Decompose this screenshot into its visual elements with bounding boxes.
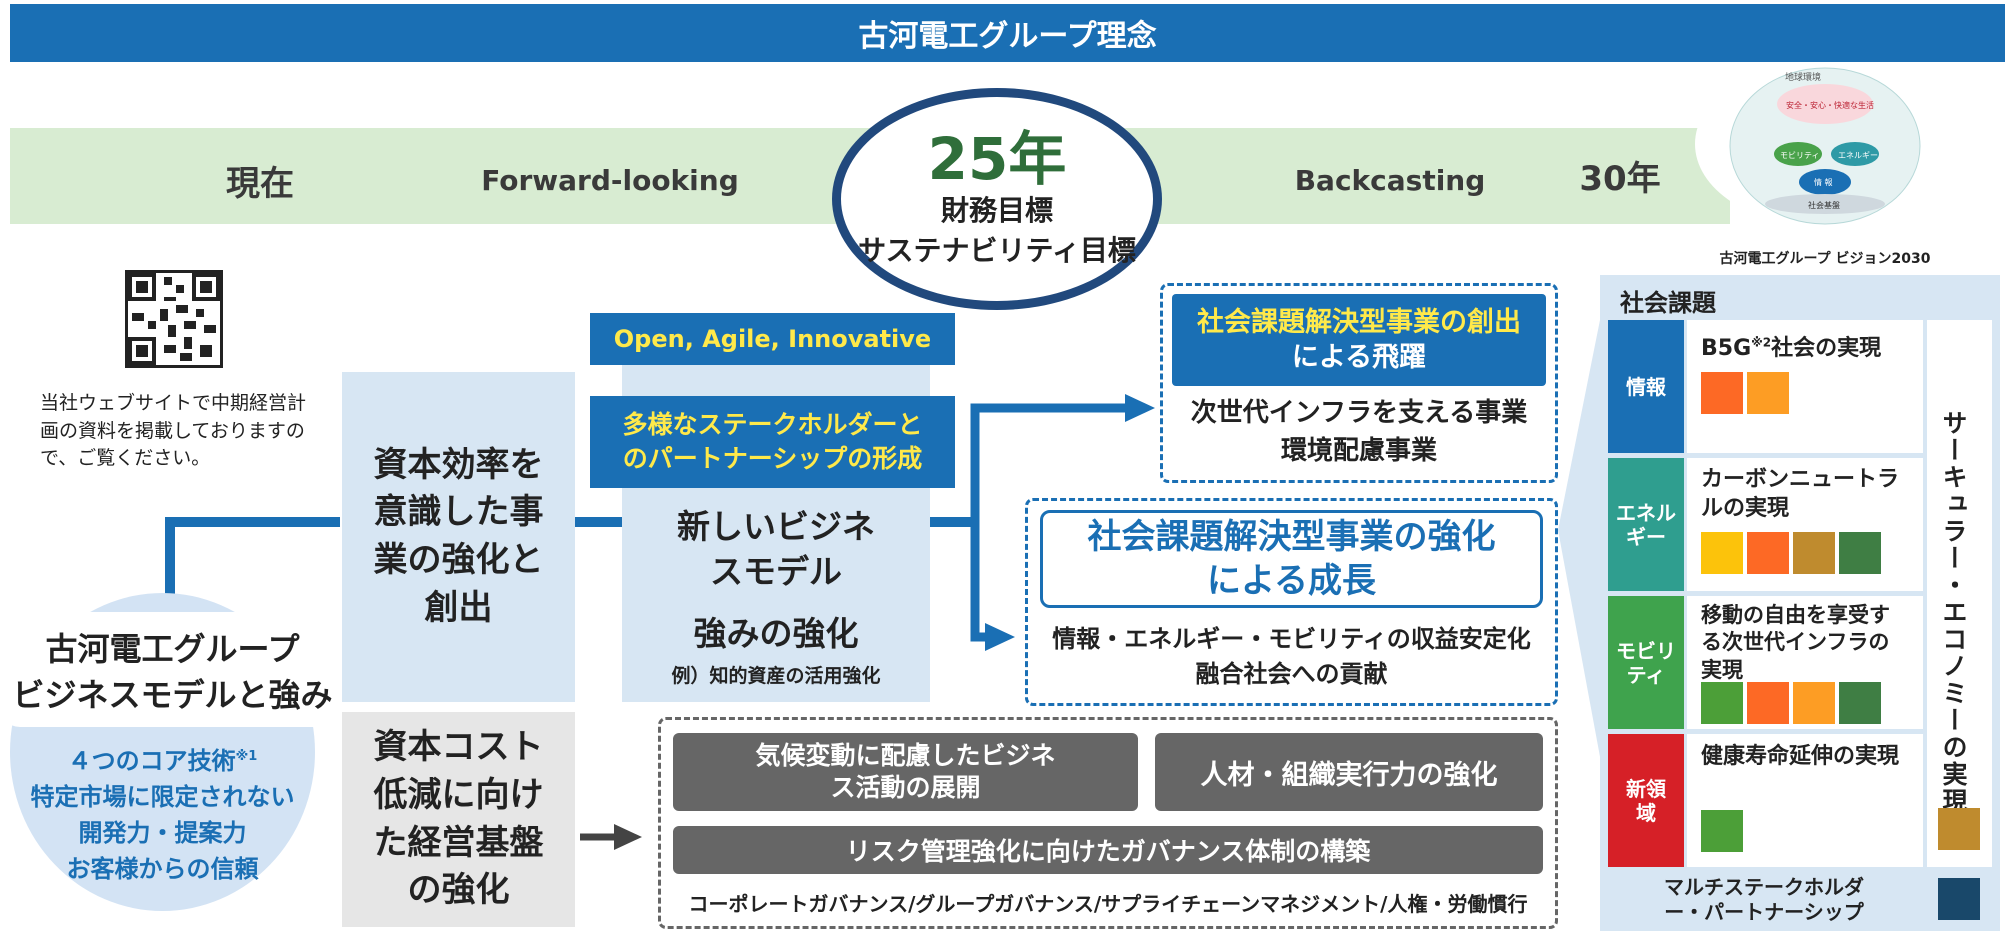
circular-economy-column: サーキュラー・エコノミーの実現 <box>1927 320 1992 867</box>
governance-footer: コーポレートガバナンス/グループガバナンス/サプライチェーンマネジメント/人権・… <box>688 891 1528 916</box>
sdg11-icon <box>1793 682 1835 724</box>
core-tech-note: ※1 <box>235 749 258 764</box>
growth-header-line2: による成長 <box>1207 561 1376 601</box>
sdg-icons-info <box>1701 372 1793 418</box>
sdg9-icon <box>1747 682 1789 724</box>
financial-target: 財務目標 <box>940 194 1053 228</box>
sdg-icons-energy <box>1701 532 1885 578</box>
risk-item: リスク管理強化に向けたガバナンス体制の構築 <box>673 826 1543 874</box>
capital-efficiency-text: 資本効率を意識した事業の強化と創出 <box>373 444 544 628</box>
row-mobility-text: 移動の自由を享受する次世代インフラの実現 <box>1701 603 1890 682</box>
backcasting-label: Backcasting <box>1294 163 1486 197</box>
forward-label: Forward-looking <box>481 163 739 197</box>
growth-body-line1: 情報・エネルギー・モビリティの収益安定化 <box>1052 625 1531 654</box>
foundation-title: 古河電工グループ ビジネスモデルと強み <box>0 612 345 727</box>
foundation-title-line1: 古河電工グループ <box>45 629 300 668</box>
leap-header-line1: 社会課題解決型事業の創出 <box>1197 306 1521 338</box>
strength-text: 強みの強化 <box>693 614 859 653</box>
growth-box <box>1025 498 1558 706</box>
vision-mobility-label: モビリティ <box>1780 151 1820 160</box>
tag-new-domain: 新領域 <box>1608 734 1684 867</box>
tag-info: 情報 <box>1608 320 1684 453</box>
sdg12-icon <box>1793 532 1835 574</box>
row-energy: カーボンニュートラルの実現 <box>1687 458 1923 591</box>
strength-line2: 特定市場に限定されない <box>30 783 295 811</box>
sdg3-icon <box>1701 682 1743 724</box>
now-label: 現在 <box>226 163 294 204</box>
sdg3-icon <box>1701 810 1743 852</box>
year30-label: 30年 <box>1579 158 1661 199</box>
qr-code-icon <box>128 273 220 365</box>
sdg9-icon <box>1747 532 1789 574</box>
multi-stakeholder-text: マルチステークホルダー・パートナーシップ <box>1664 875 1864 924</box>
vision-base-label: 社会基盤 <box>1808 201 1840 210</box>
qr-note: 当社ウェブサイトで中期経営計画の資料を掲載しておりますので、ご覧ください。 <box>40 392 307 470</box>
page-title: 古河電工グループ理念 <box>858 19 1157 54</box>
talent-item: 人材・組織実行力の強化 <box>1155 733 1543 811</box>
sdg7-icon <box>1701 532 1743 574</box>
growth-body-line2: 融合社会への貢献 <box>1195 660 1388 688</box>
tag-mobility: モビリティ <box>1608 596 1684 729</box>
row-info: B5G※2社会の実現 <box>1687 320 1923 453</box>
new-model-text: 新しいビジネスモデル <box>677 507 875 591</box>
capital-cost-box: 資本コスト低減に向けた経営基盤の強化 <box>342 712 575 927</box>
row-new-domain: 健康寿命延伸の実現 <box>1687 734 1923 867</box>
row-energy-text: カーボンニュートラルの実現 <box>1701 467 1900 521</box>
funnel-shape <box>1558 280 1608 800</box>
management-base-box <box>658 717 1558 929</box>
row-mobility: 移動の自由を享受する次世代インフラの実現 <box>1687 596 1923 729</box>
leap-box <box>1160 283 1558 483</box>
vision-info-label: 情 報 <box>1814 178 1833 187</box>
leap-header-line2: による飛躍 <box>1291 342 1427 373</box>
example-text: 例）知的資産の活用強化 <box>671 664 881 687</box>
sdg9-icon <box>1701 372 1743 414</box>
vision-caption: 古河電工グループ ビジョン2030 <box>1719 251 1931 267</box>
target-oval: 25年 財務目標 サステナビリティ目標 <box>832 88 1162 310</box>
strength-line4: お客様からの信頼 <box>66 855 259 883</box>
leap-body-line1: 次世代インフラを支える事業 <box>1190 398 1528 429</box>
social-issues-title: 社会課題 <box>1620 289 1716 317</box>
sdg13-icon <box>1839 682 1881 724</box>
qr-code[interactable] <box>125 270 223 368</box>
vision-earth-label: 地球環境 <box>1785 73 1822 83</box>
row-info-text: B5G※2社会の実現 <box>1701 330 1881 362</box>
capital-cost-text: 資本コスト低減に向けた経営基盤の強化 <box>373 727 544 911</box>
vision-graphic: 地球環境 安全・安心・快適な生活 モビリティ エネルギー 情 報 社会基盤 <box>1690 62 1950 234</box>
row-new-domain-text: 健康寿命延伸の実現 <box>1701 744 1900 769</box>
growth-header: 社会課題解決型事業の強化 による成長 <box>1040 510 1543 608</box>
circular-economy-text: サーキュラー・エコノミーの実現 <box>1939 410 1968 815</box>
sdg17-icon <box>1938 878 1980 920</box>
climate-item: 気候変動に配慮したビジネス活動の展開 <box>673 733 1138 811</box>
vision-energy-label: エネルギー <box>1838 151 1878 160</box>
b5g-note: ※2 <box>1751 335 1772 350</box>
growth-header-line1: 社会課題解決型事業の強化 <box>1087 516 1496 557</box>
leap-body: 次世代インフラを支える事業 環境配慮事業 <box>1160 392 1558 474</box>
sdg13-icon <box>1839 532 1881 574</box>
capital-efficiency-box: 資本効率を意識した事業の強化と創出 <box>342 372 575 702</box>
sdg11-icon <box>1747 372 1789 414</box>
core-tech: ４つのコア技術 <box>67 747 236 775</box>
oai-banner: Open, Agile, Innovative <box>590 313 955 365</box>
b5g-text2: 社会の実現 <box>1771 336 1882 361</box>
title-bar: 古河電工グループ理念 <box>10 4 2005 62</box>
sdg-icons-mobility <box>1701 682 1885 728</box>
b5g-text: B5G <box>1701 336 1752 361</box>
growth-body: 情報・エネルギー・モビリティの収益安定化 融合社会への貢献 <box>1025 614 1558 700</box>
tag-energy: エネルギー <box>1608 458 1684 591</box>
target-year: 25年 <box>927 124 1067 193</box>
sdg-icons-new-domain <box>1701 810 1747 856</box>
leap-header: 社会課題解決型事業の創出 による飛躍 <box>1172 294 1546 386</box>
sustainability-target: サステナビリティ目標 <box>858 234 1136 268</box>
leap-body-line2: 環境配慮事業 <box>1280 436 1437 466</box>
foundation-title-line2: ビジネスモデルと強み <box>12 675 333 714</box>
partnership-banner: 多様なステークホルダーとのパートナーシップの形成 <box>590 396 955 488</box>
strength-line3: 開発力・提案力 <box>78 819 247 847</box>
foundation-strengths: ４つのコア技術※1 特定市場に限定されない 開発力・提案力 お客様からの信頼 <box>10 730 315 900</box>
sdg12-icon <box>1938 808 1980 850</box>
vision-life-label: 安全・安心・快適な生活 <box>1786 101 1874 110</box>
